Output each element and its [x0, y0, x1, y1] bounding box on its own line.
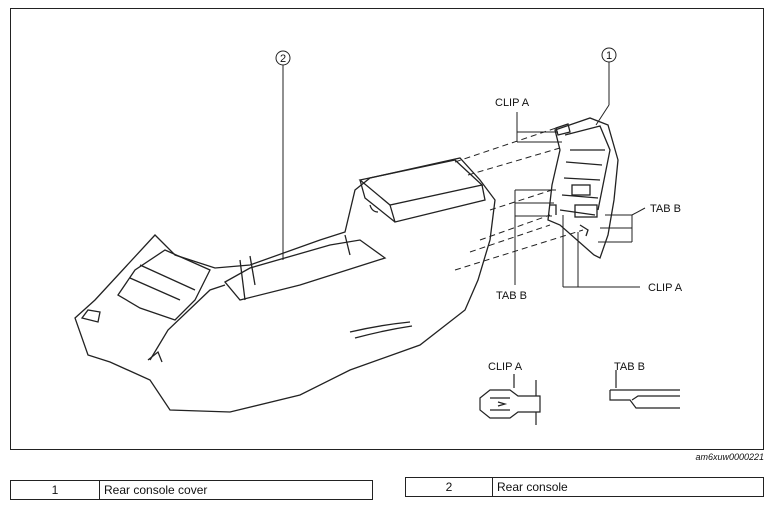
clip-a-top-label: CLIP A: [495, 97, 530, 109]
clip-a-detail-label: CLIP A: [488, 361, 523, 373]
legend-2-name: Rear console: [492, 477, 764, 497]
rear-console: [74, 157, 496, 413]
clip-a-top-leader: [516, 112, 562, 143]
diagram-frame: [10, 8, 764, 450]
clip-a-right-label: CLIP A: [648, 282, 683, 294]
reference-code: am6xuw0000221: [695, 452, 764, 462]
explosion-lines: [454, 127, 584, 271]
legend-2-number: 2: [405, 477, 493, 497]
rear-console-cover: [547, 117, 619, 259]
legend-row-1: 1 Rear console cover: [10, 480, 373, 500]
tab-b-left-leader: [514, 189, 556, 285]
tab-b-detail: [609, 370, 680, 409]
tab-b-detail-label: TAB B: [614, 361, 645, 373]
legend-row-2: 2 Rear console: [405, 477, 764, 497]
callout-2: [275, 50, 291, 260]
tab-b-right-leader: [598, 207, 646, 243]
tab-b-right-label: TAB B: [650, 203, 681, 215]
callout-1: [595, 47, 617, 126]
legend-1-name: Rear console cover: [99, 480, 373, 500]
callout-2-number: 2: [280, 53, 286, 65]
clip-a-detail: [479, 374, 541, 425]
callout-1-number: 1: [606, 50, 612, 62]
clip-a-right-leader: [562, 215, 640, 288]
legend-1-number: 1: [10, 480, 100, 500]
tab-b-left-label: TAB B: [496, 290, 527, 302]
